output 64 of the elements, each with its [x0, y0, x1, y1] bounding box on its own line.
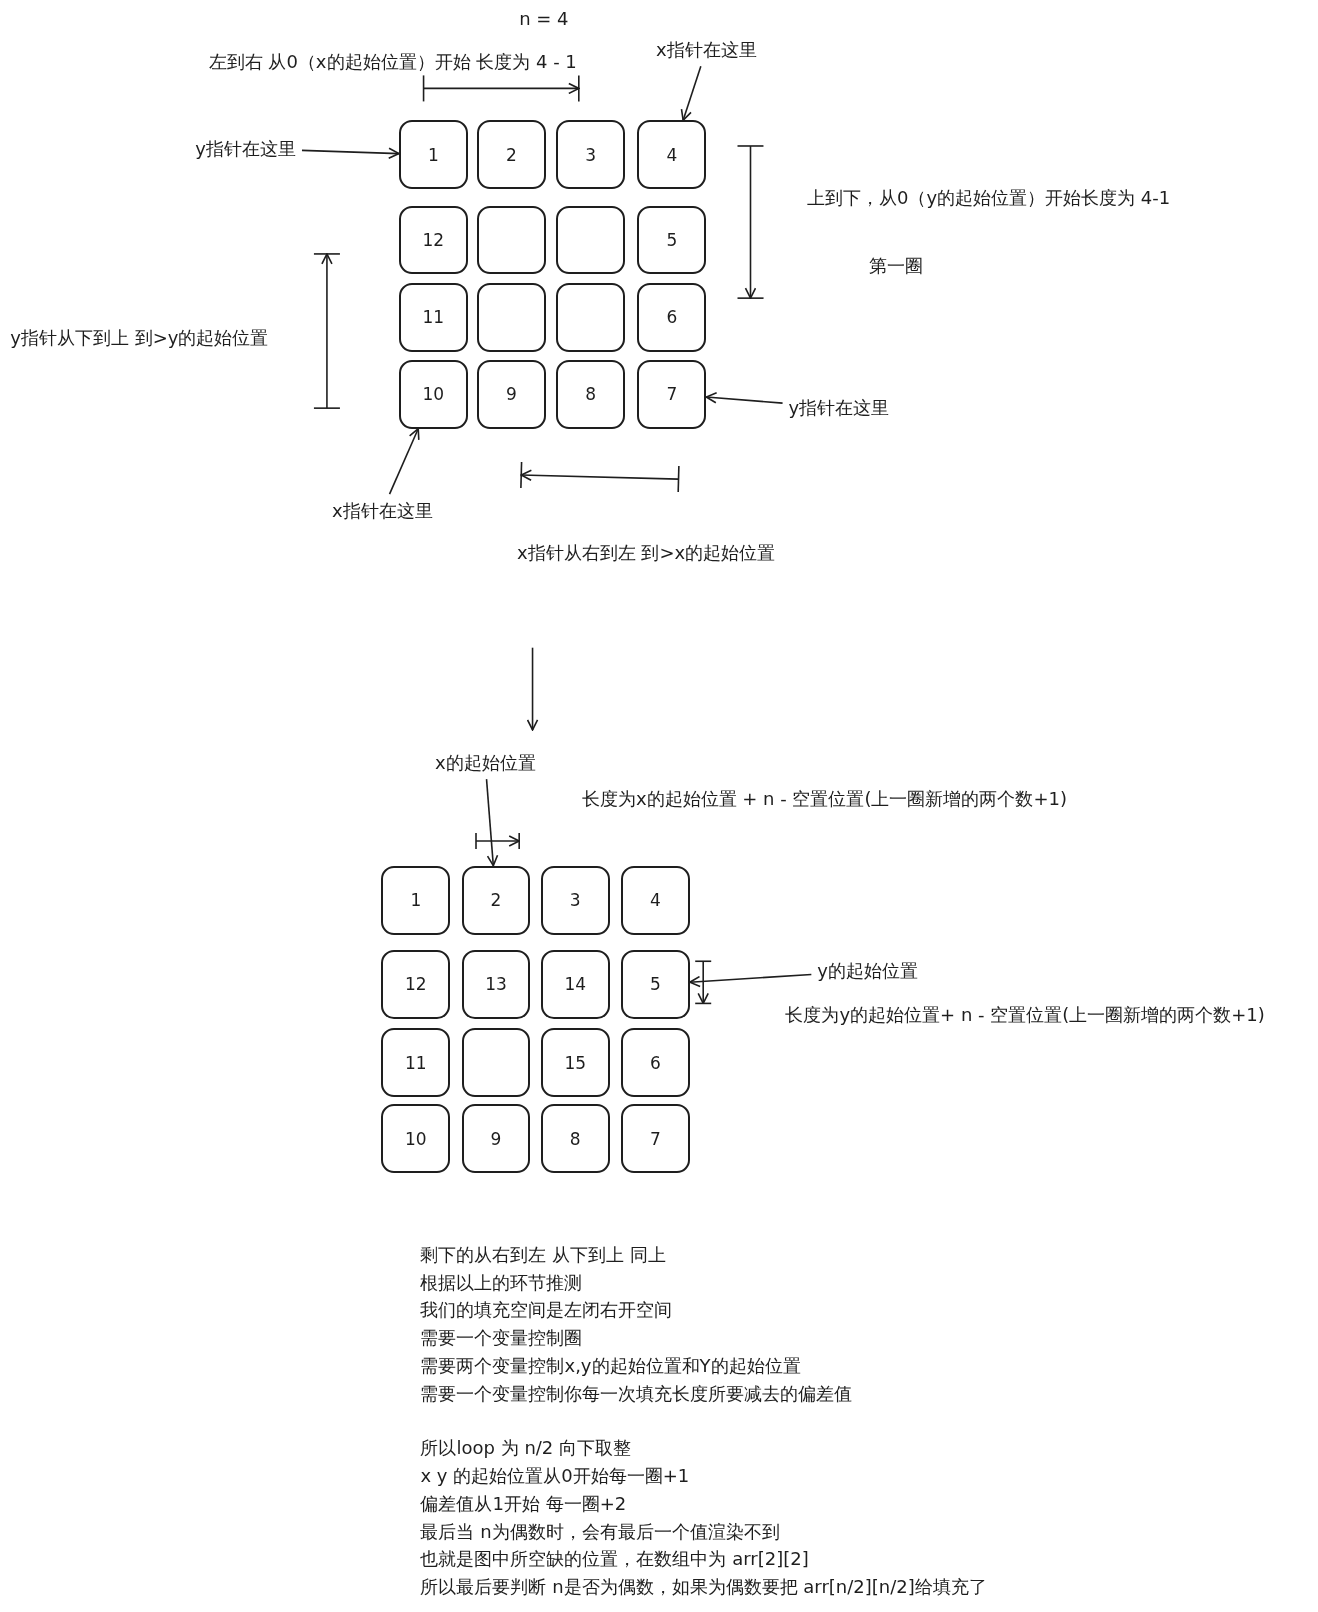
note-line: 我们的填充空间是左闭右开空间 [420, 1299, 673, 1322]
note-line: 所以最后要判断 n是否为偶数，如果为偶数要把 arr[n/2][n/2]给填充了 [420, 1576, 987, 1598]
grid-cell: 9 [477, 359, 546, 429]
pointer-label: y的起始位置 [817, 960, 918, 982]
annotation-text: 左到右 从0（x的起始位置）开始 长度为 4 - 1 [208, 51, 577, 73]
annotation-text: 上到下，从0（y的起始位置）开始长度为 4-1 [807, 187, 1171, 209]
empty-grid-cell [477, 205, 546, 275]
empty-grid-cell [556, 205, 626, 275]
arrow [705, 392, 784, 404]
note-line: 需要一个变量控制你每一次填充长度所要减去的偏差值 [420, 1382, 853, 1405]
note-line: x y 的起始位置从0开始每一圈+1 [420, 1465, 690, 1487]
empty-grid-cell [556, 282, 626, 352]
annotation-text: x指针从右到左 到>x的起始位置 [517, 541, 776, 564]
grid-cell: 11 [381, 1028, 451, 1097]
grid-cell: 13 [461, 949, 531, 1019]
grid-cell: 11 [398, 282, 468, 352]
note-line: 也就是图中所空缺的位置，在数组中为 arr[2][2] [420, 1548, 809, 1570]
grid-cell: 6 [637, 282, 707, 352]
grid-cell: 2 [477, 120, 546, 190]
note-line: 最后当 n为偶数时，会有最后一个值渲染不到 [420, 1520, 780, 1543]
grid-cell: 7 [620, 1104, 690, 1174]
grid-cell: 8 [556, 359, 626, 429]
grid-cell: 15 [540, 1028, 610, 1097]
annotation-text: 长度为y的起始位置+ n - 空置位置(上一圈新增的两个数+1) [785, 1004, 1265, 1026]
arrow [301, 147, 400, 160]
grid-cell: 6 [620, 1028, 690, 1097]
grid-cell: 9 [461, 1104, 531, 1174]
note-line: 需要两个变量控制x,y的起始位置和Y的起始位置 [420, 1355, 801, 1377]
note-line: 根据以上的环节推测 [420, 1271, 583, 1294]
grid-cell: 2 [461, 865, 531, 935]
grid-cell: 10 [381, 1104, 451, 1174]
grid-cell: 12 [381, 949, 451, 1019]
annotation-text: y指针从下到上 到>y的起始位置 [10, 326, 269, 349]
grid-cell: 8 [540, 1104, 610, 1174]
grid-cell: 3 [540, 865, 610, 935]
pointer-label: x指针在这里 [655, 39, 757, 61]
note-line: 所以loop 为 n/2 向下取整 [420, 1437, 632, 1459]
grid-cell: 14 [540, 949, 610, 1019]
note-line: 偏差值从1开始 每一圈+2 [420, 1492, 627, 1515]
grid-cell: 5 [620, 949, 690, 1019]
grid-cell: 5 [637, 205, 707, 275]
size-label: n = 4 [519, 8, 569, 30]
arrow [485, 778, 499, 867]
grid-cell: 1 [398, 120, 468, 190]
grid-cell: 12 [398, 205, 468, 275]
annotation-text: 第一圈 [868, 254, 923, 277]
pointer-label: x的起始位置 [434, 751, 536, 774]
annotation-text: 长度为x的起始位置 + n - 空置位置(上一圈新增的两个数+1) [581, 787, 1067, 810]
arrow [680, 65, 702, 122]
arrow [689, 973, 813, 988]
arrow [388, 427, 420, 495]
grid-cell: 3 [556, 120, 626, 190]
pointer-label: y指针在这里 [788, 396, 890, 419]
empty-grid-cell [477, 282, 546, 352]
note-line: 剩下的从右到左 从下到上 同上 [420, 1243, 666, 1266]
grid-cell: 7 [637, 359, 707, 429]
grid-cell: 1 [381, 865, 451, 935]
grid-cell: 10 [398, 359, 468, 429]
grid-cell: 4 [620, 865, 690, 935]
note-line: 需要一个变量控制圈 [420, 1327, 583, 1349]
empty-grid-cell [461, 1028, 531, 1097]
pointer-label: x指针在这里 [332, 499, 433, 522]
grid-cell: 4 [637, 120, 707, 190]
pointer-label: y指针在这里 [195, 137, 296, 160]
